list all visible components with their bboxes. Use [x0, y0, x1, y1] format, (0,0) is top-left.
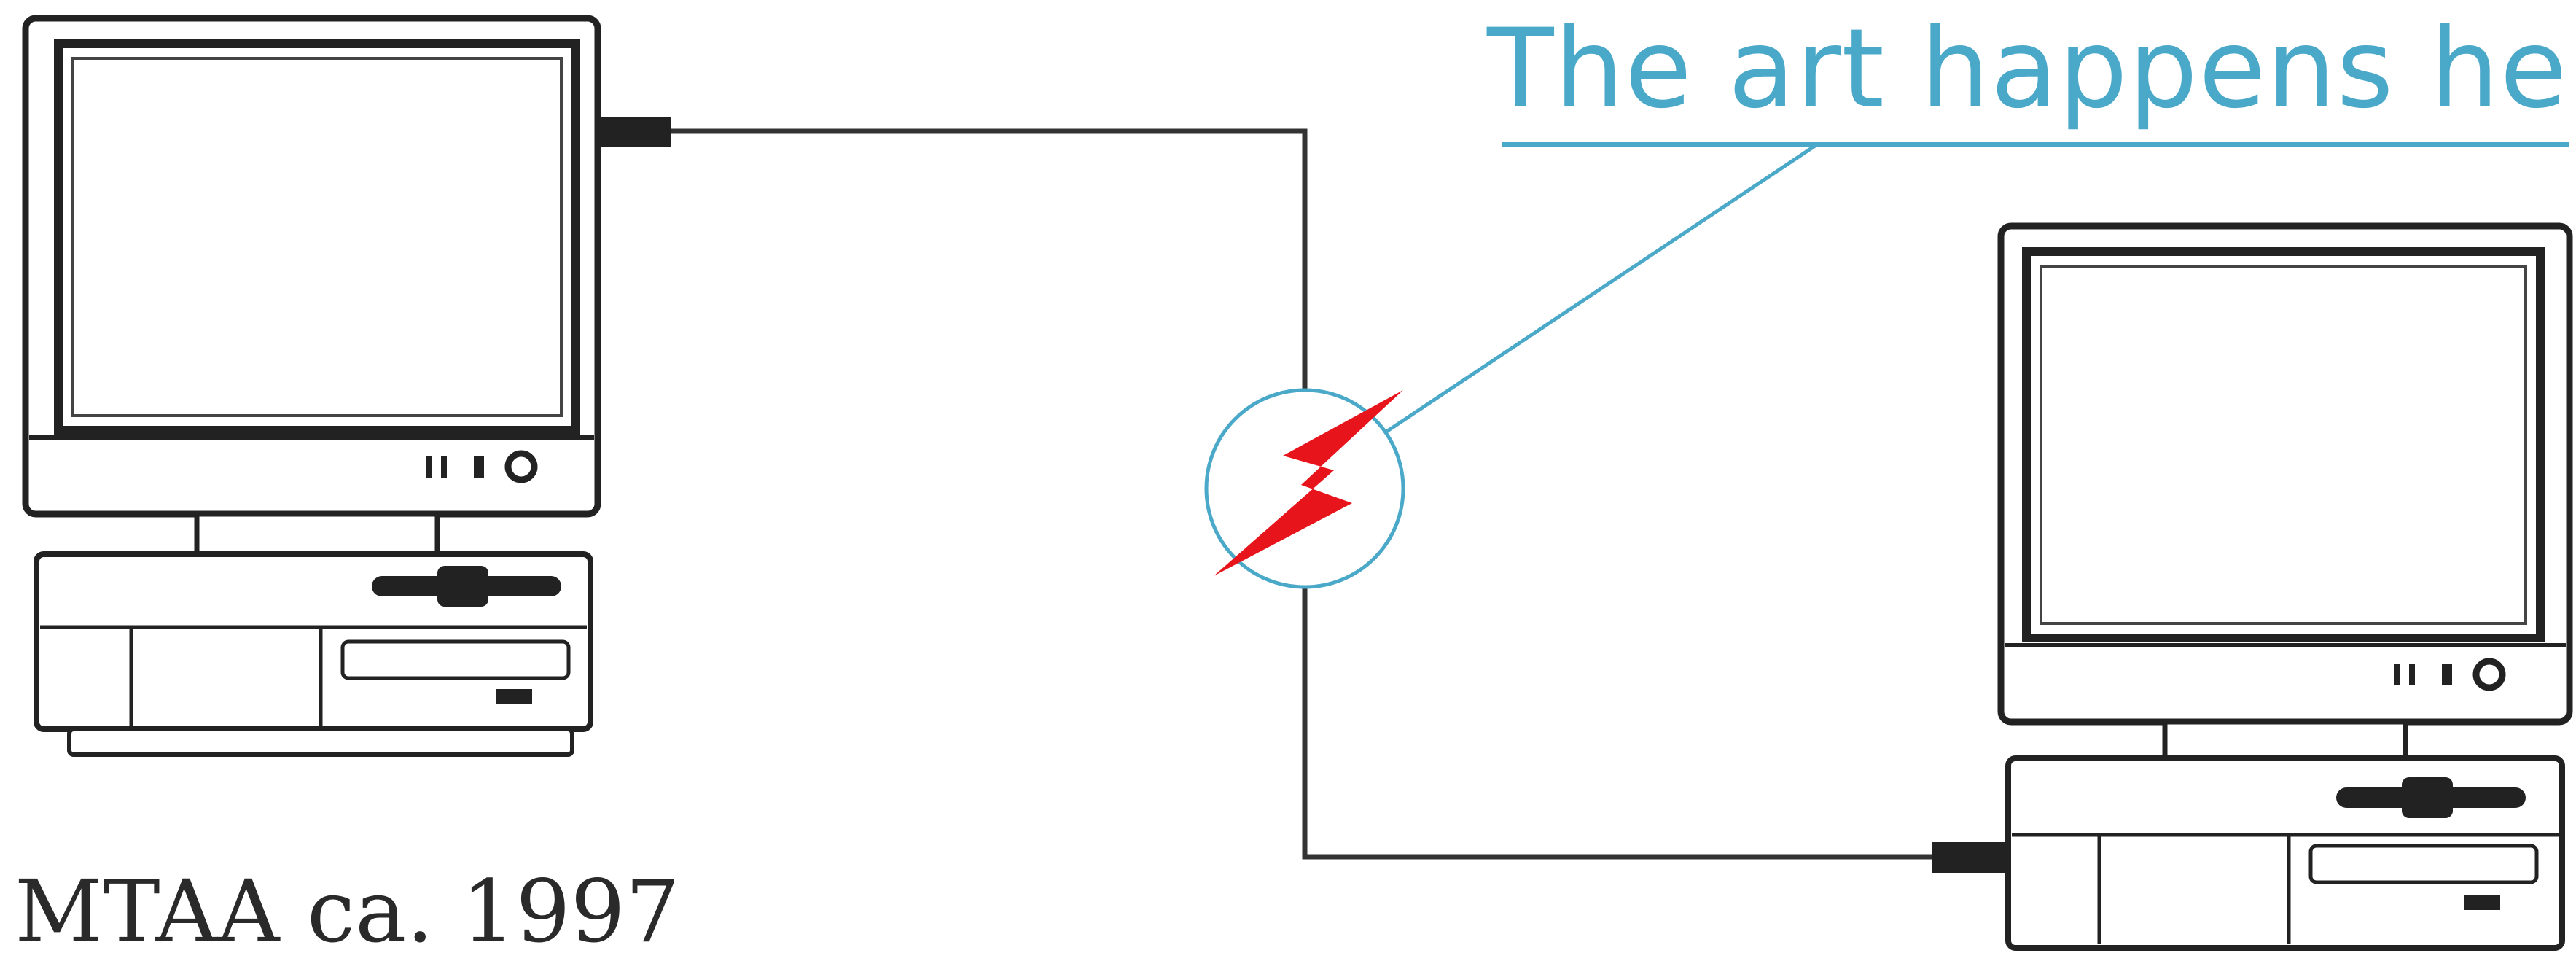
left-computer-icon [22, 15, 671, 757]
annotation-pointer [1376, 144, 1816, 440]
right-computer-icon [1932, 222, 2573, 951]
credit-caption: MTAA ca. 1997 [15, 861, 680, 962]
connection-ring [1204, 388, 1405, 589]
annotation-label: The art happens here [1487, 6, 2576, 133]
lightning-bolt-icon [1214, 390, 1403, 576]
